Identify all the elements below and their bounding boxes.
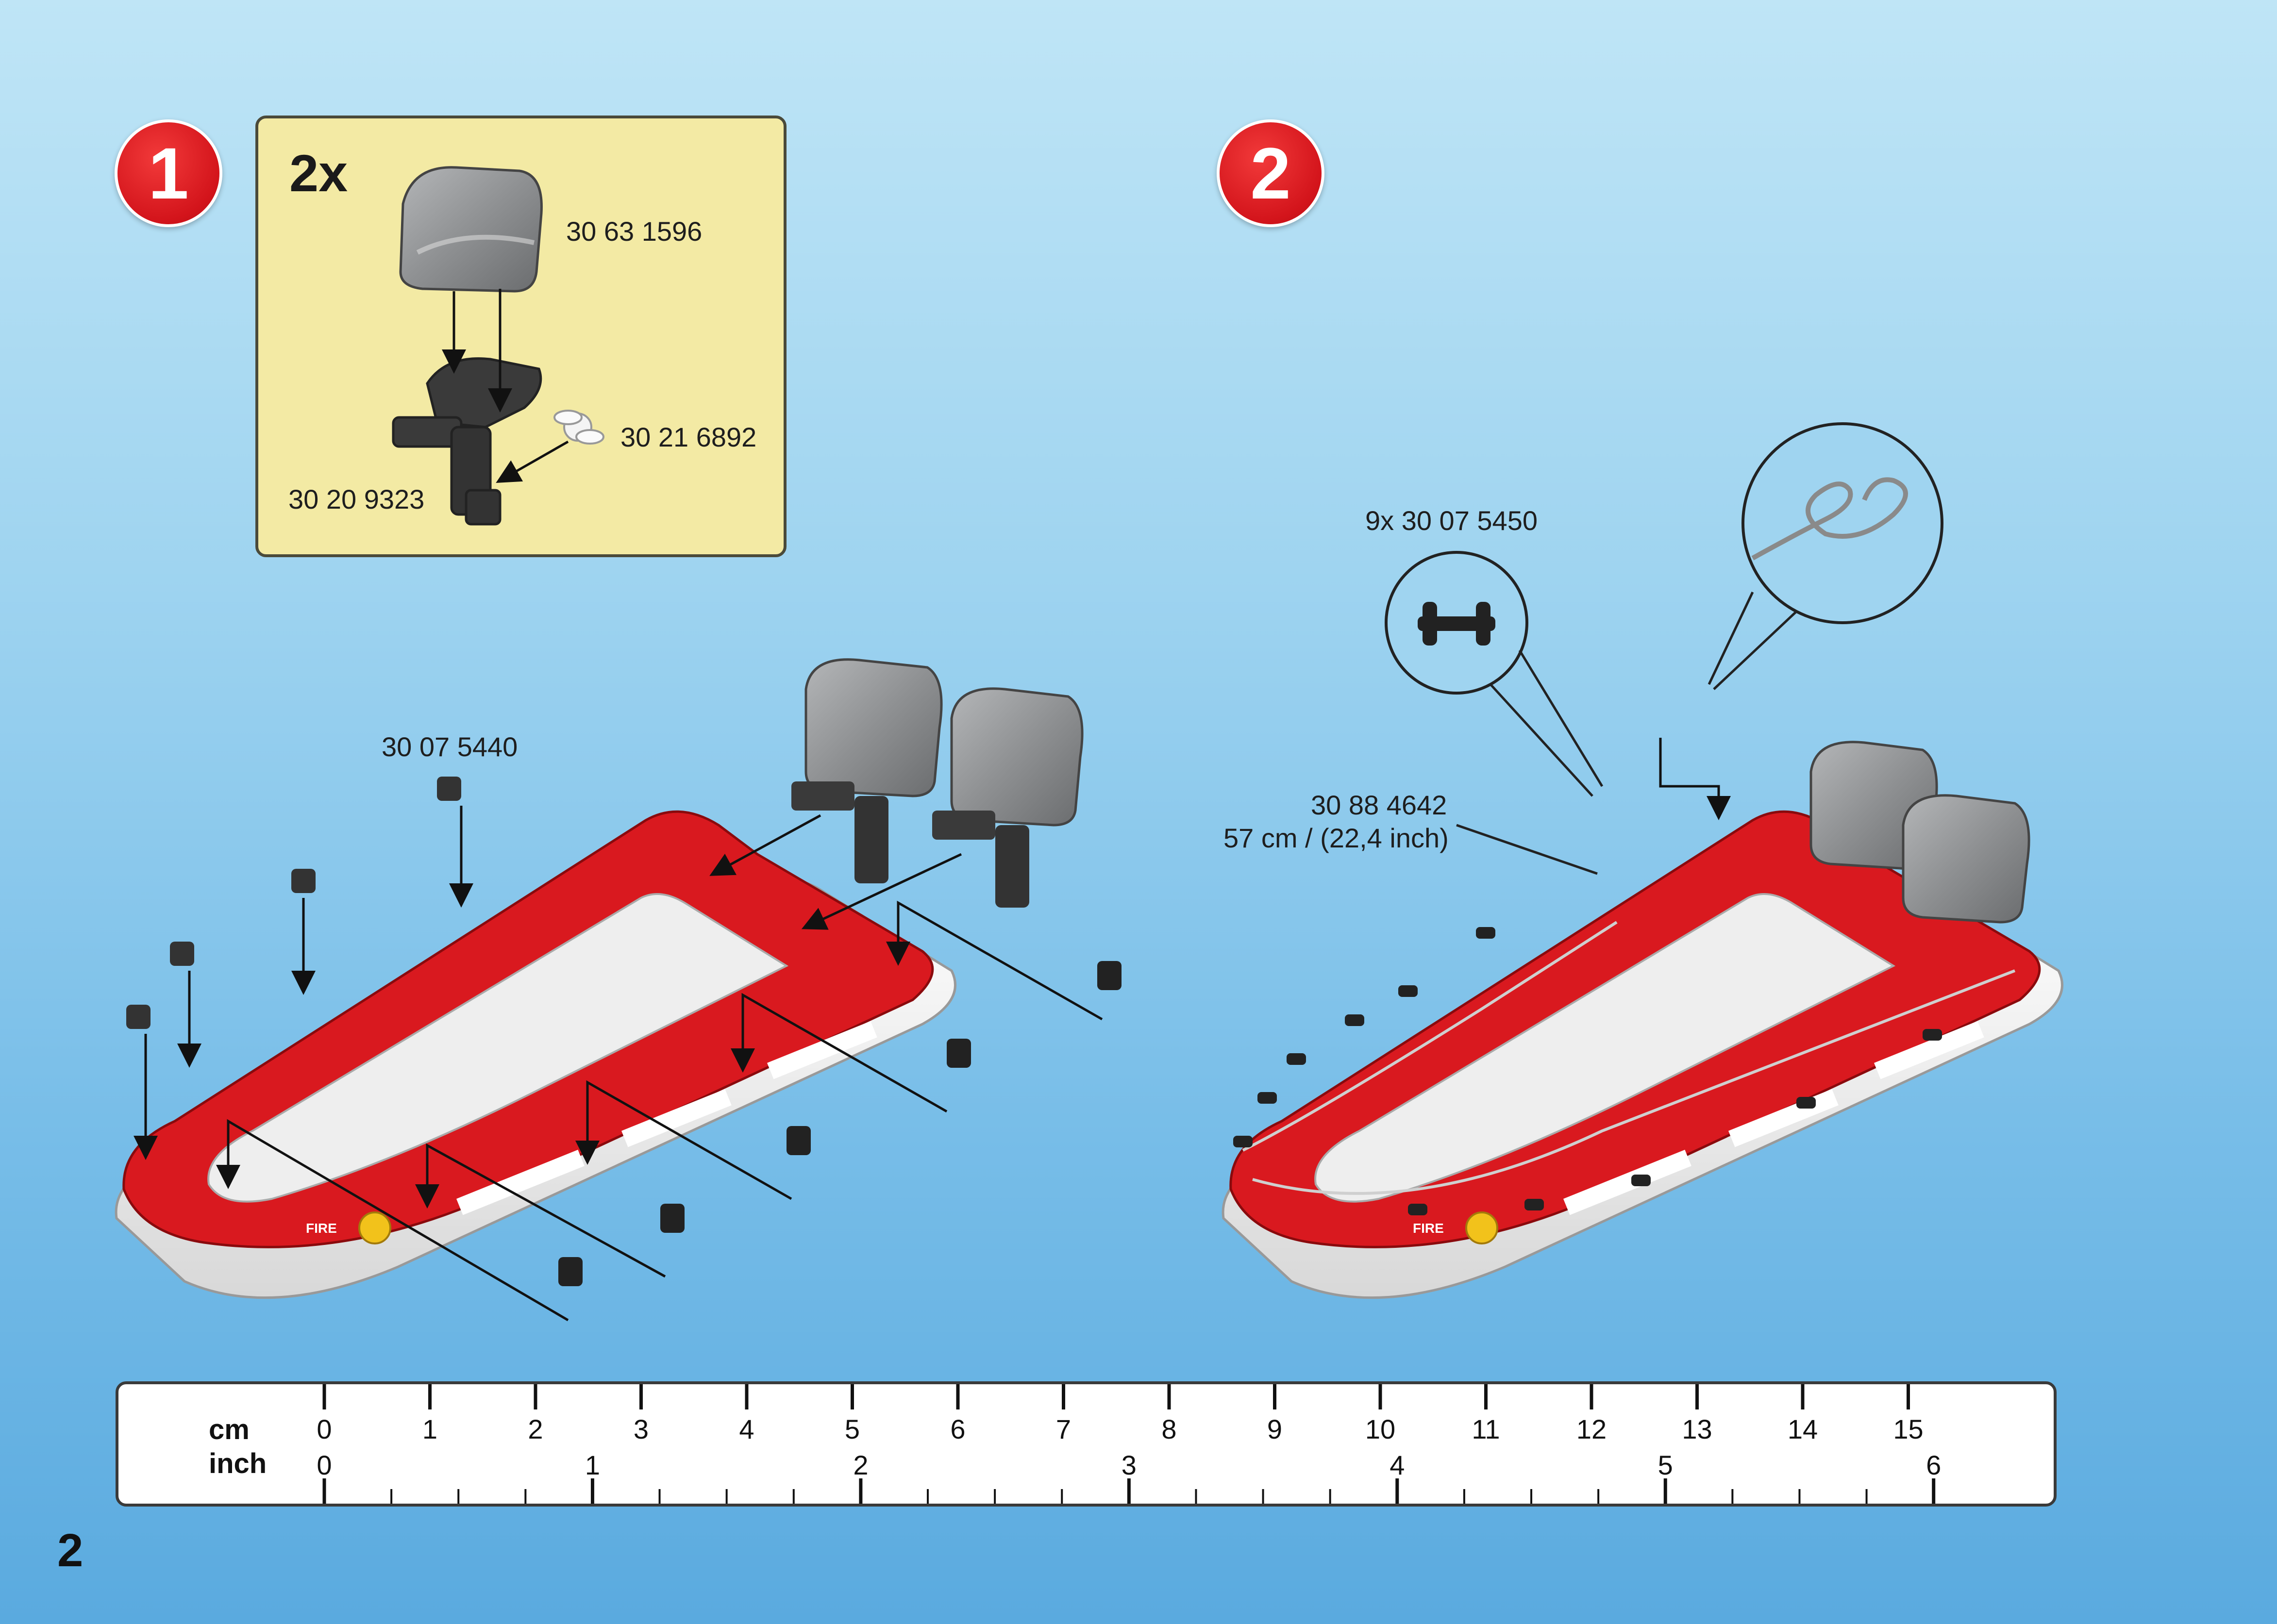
boat-fire-text-1: FIRE — [306, 1221, 337, 1236]
outboard-motor-2-icon — [932, 689, 1082, 908]
motor-cover-icon — [401, 167, 541, 291]
boat-fire-text-2: FIRE — [1413, 1221, 1444, 1236]
outboard-motor-1-icon — [791, 660, 941, 883]
knot-callout — [1743, 424, 1942, 623]
motor-base-icon — [393, 359, 541, 524]
page-number: 2 — [57, 1524, 83, 1577]
propeller-icon — [554, 411, 603, 444]
boat-step1-illustration: FIRE — [116, 812, 955, 1297]
ruler-ticks — [118, 1384, 2054, 1504]
